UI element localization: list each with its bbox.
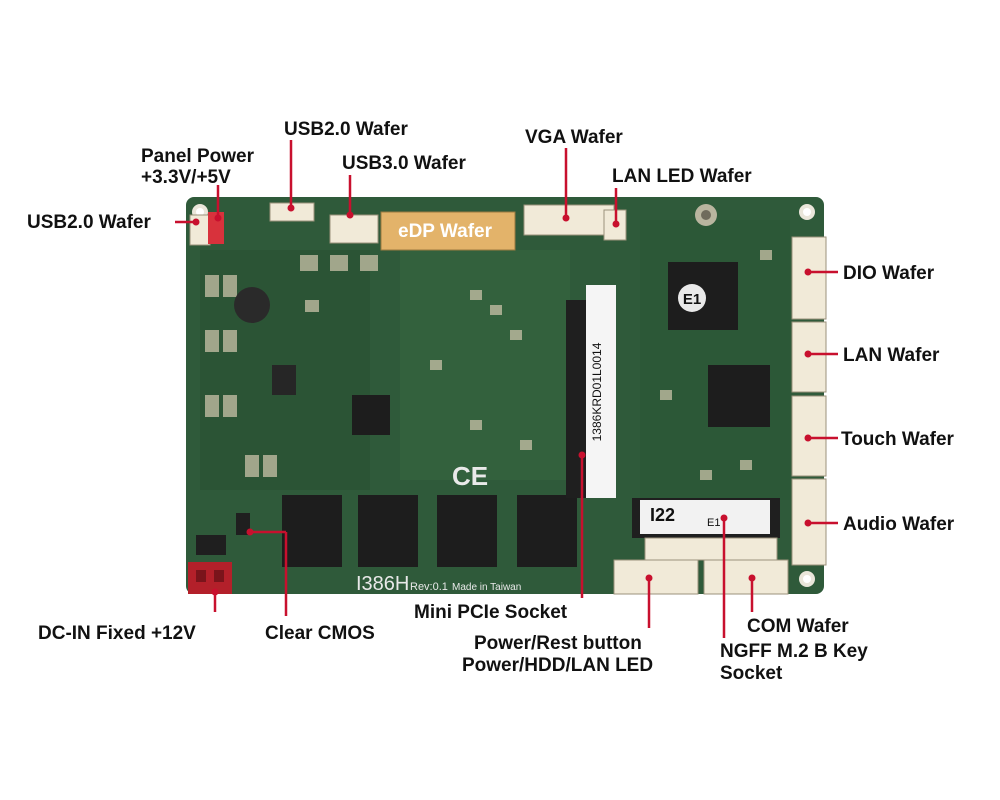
memory-chip-2 — [358, 495, 418, 567]
ce-mark: CE — [452, 461, 488, 491]
chip-mark-circle — [678, 284, 706, 312]
label-mini-pcie: Mini PCIe Socket — [414, 602, 568, 623]
label-clear-cmos: Clear CMOS — [265, 623, 375, 644]
label-ngff-line1: NGFF M.2 B Key — [720, 641, 868, 662]
power-reset-connector — [644, 537, 778, 561]
dc-in-housing — [196, 535, 226, 555]
small-ic — [272, 365, 296, 395]
dio-connector — [791, 236, 827, 320]
pcb-board: E1 CE I386H Rev:0.1 Made in Taiwan 1386K… — [186, 197, 827, 595]
label-panel-power-line1: Panel Power — [141, 146, 254, 167]
label-dio: DIO Wafer — [843, 263, 935, 284]
chips — [272, 262, 770, 567]
leader-lines — [175, 140, 838, 638]
com-connector — [703, 559, 789, 595]
smd-components — [205, 250, 772, 480]
label-com: COM Wafer — [747, 616, 849, 637]
label-power-reset-line2: Power/HDD/LAN LED — [462, 655, 654, 676]
label-lan: LAN Wafer — [843, 345, 940, 366]
label-audio: Audio Wafer — [843, 514, 955, 535]
label-ngff-line2: Socket — [720, 663, 783, 684]
cmos-battery — [234, 287, 270, 323]
vga-connector — [523, 204, 615, 236]
board-revision: Rev:0.1 — [410, 581, 448, 593]
label-vga: VGA Wafer — [525, 127, 623, 148]
label-panel-power-line2: +3.3V/+5V — [141, 167, 231, 188]
board-origin: Made in Taiwan — [452, 582, 521, 593]
label-edp: eDP Wafer — [398, 221, 492, 242]
bios-chip — [352, 395, 390, 435]
memory-chip-3 — [437, 495, 497, 567]
edp-connector — [380, 211, 516, 251]
label-usb20-left: USB2.0 Wafer — [27, 212, 151, 233]
dc-in-connector — [188, 562, 232, 594]
memory-chip-1 — [282, 495, 342, 567]
m2-card — [640, 500, 770, 534]
io-controller-chip — [708, 365, 770, 427]
barcode-sticker — [586, 285, 616, 498]
memory-chip-4 — [517, 495, 577, 567]
label-touch: Touch Wafer — [841, 429, 954, 450]
usb20-left-connector — [189, 214, 211, 246]
mini-pcie-socket — [566, 300, 586, 498]
label-lan-led: LAN LED Wafer — [612, 166, 752, 187]
clear-cmos-jumper — [236, 513, 250, 535]
m2-mark: I22 — [650, 505, 675, 525]
pcb-area-center — [400, 250, 570, 480]
m2-sub-mark: E1 — [707, 517, 720, 529]
board-model: I386H — [356, 573, 409, 595]
barcode-text: 1386KRD01L0014 — [590, 342, 604, 441]
label-usb30: USB3.0 Wafer — [342, 153, 466, 174]
label-power-reset-line1: Power/Rest button — [474, 633, 642, 654]
usb30-connector — [329, 214, 379, 244]
wafer-connectors — [189, 202, 827, 595]
front-panel-connector — [613, 559, 699, 595]
label-usb20-top: USB2.0 Wafer — [284, 119, 408, 140]
label-dc-in: DC-IN Fixed +12V — [38, 623, 196, 644]
chip-mark: E1 — [683, 291, 701, 308]
